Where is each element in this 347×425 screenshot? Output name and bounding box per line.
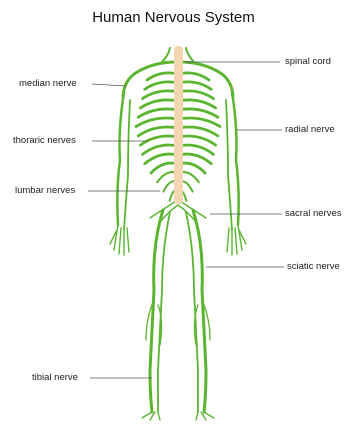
label-sciatic-nerve: sciatic nerve [287, 261, 340, 272]
spinal-cord [174, 46, 183, 204]
right-arm-nerve [232, 92, 239, 225]
left-hand-nerves [110, 225, 129, 255]
leader-median-nerve [92, 84, 126, 86]
left-rib-nerve [140, 100, 178, 108]
left-rib-nerve [138, 109, 178, 117]
label-median-nerve: median nerve [19, 78, 77, 89]
right-rib-nerve [178, 136, 216, 145]
label-sacral-nerves: sacral nerves [285, 208, 342, 219]
right-rib-nerve [178, 91, 213, 99]
label-lumbar-nerves: lumbar nerves [15, 185, 75, 196]
right-rib-nerve [178, 127, 218, 136]
label-thoracic-nerves: thoraric nerves [13, 135, 76, 146]
left-rib-nerve [140, 136, 178, 145]
right-rib-nerve [178, 109, 218, 117]
left-rib-nerve [136, 118, 178, 127]
label-tibial-nerve: tibial nerve [32, 372, 78, 383]
left-rib-nerve [145, 82, 178, 89]
left-rib-nerve [147, 73, 178, 80]
right-hand-nerves [227, 225, 246, 255]
left-rib-nerve [138, 127, 178, 136]
right-rib-nerve [178, 100, 216, 108]
left-arm-nerve [117, 92, 124, 225]
label-radial-nerve: radial nerve [285, 124, 335, 135]
label-spinal-cord: spinal cord [285, 56, 331, 67]
right-rib-nerve [178, 118, 220, 127]
left-rib-nerve [143, 91, 178, 99]
